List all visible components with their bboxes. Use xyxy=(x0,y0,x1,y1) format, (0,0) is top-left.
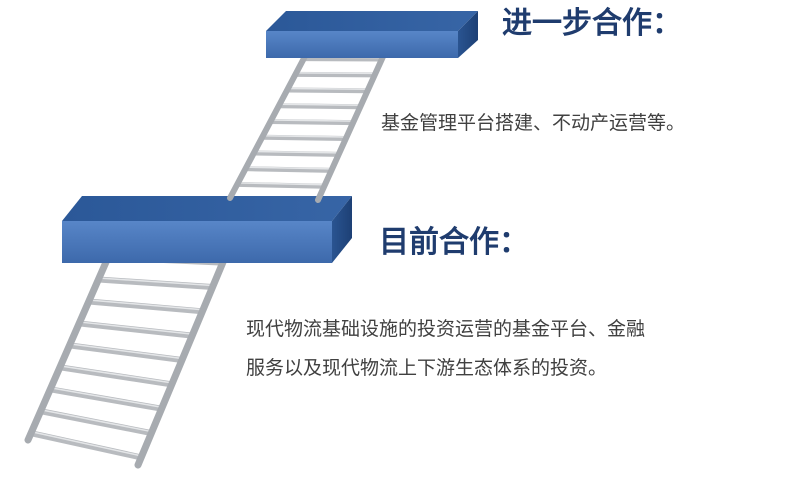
lower-ladder-rung xyxy=(37,408,155,437)
lower-platform-front-face xyxy=(62,221,332,263)
lower-ladder-rung xyxy=(56,364,175,388)
upper-ladder-rung-highlight xyxy=(278,103,361,106)
upper-ladder-rung xyxy=(259,134,349,142)
upper-ladder-rung xyxy=(284,87,371,94)
lower-ladder-rung-highlight xyxy=(50,387,162,408)
upper-ladder-rung xyxy=(292,71,378,78)
current-description-line-1: 现代物流基础设施的投资运营的基金平台、金融 xyxy=(246,318,646,340)
lower-ladder-rung-highlight xyxy=(79,321,193,335)
lower-ladder-rung xyxy=(66,342,185,364)
lower-platform xyxy=(62,196,352,263)
upper-ladder-rungs xyxy=(234,56,385,189)
upper-ladder-rung-highlight xyxy=(245,166,332,170)
upper-platform-side-face xyxy=(458,11,478,58)
lower-ladder-rung xyxy=(85,298,206,315)
lower-ladder-rungs xyxy=(28,254,226,461)
upper-platform-front-face xyxy=(266,31,458,58)
lower-ladder-rung-highlight xyxy=(69,343,183,360)
lower-ladder-rung-highlight xyxy=(40,408,152,433)
upper-ladder-rung xyxy=(276,103,363,110)
lower-ladder-rung xyxy=(76,320,196,339)
upper-platform-top-face xyxy=(266,11,478,31)
lower-ladder-rung-highlight xyxy=(88,299,203,311)
lower-ladder-rung-highlight xyxy=(59,365,172,384)
lower-ladder-rung-highlight xyxy=(98,277,213,287)
current-description-line-2: 服务以及现代物流上下游生态体系的投资。 xyxy=(246,357,608,379)
upper-ladder-rung-highlight xyxy=(262,134,346,138)
upper-ladder-rung-highlight xyxy=(287,87,368,91)
upper-ladder-rung-highlight xyxy=(237,182,325,186)
upper-ladder-rung xyxy=(243,166,334,173)
current-cooperation-description: 现代物流基础设施的投资运营的基金平台、金融 服务以及现代物流上下游生态体系的投资… xyxy=(246,310,645,388)
lower-ladder-rung xyxy=(47,386,165,412)
lower-ladder-rung-highlight xyxy=(30,430,142,457)
lower-ladder-rung xyxy=(95,276,216,290)
upper-ladder-rung-highlight xyxy=(253,150,339,154)
upper-ladder-rung xyxy=(268,119,356,126)
current-cooperation-heading: 目前合作： xyxy=(379,225,529,260)
lower-platform-top-face xyxy=(62,196,352,221)
upper-ladder-rung-highlight xyxy=(270,119,354,122)
upper-ladder-rung xyxy=(234,181,327,189)
upper-ladder-rung-highlight xyxy=(295,72,375,75)
next-step-description: 基金管理平台搭建、不动产运营等。 xyxy=(381,112,686,134)
lower-platform-side-face xyxy=(332,196,352,263)
next-step-heading: 进一步合作： xyxy=(502,6,682,41)
lower-ladder-rung xyxy=(28,430,145,461)
upper-ladder-rung xyxy=(251,150,342,157)
upper-platform xyxy=(266,11,478,58)
